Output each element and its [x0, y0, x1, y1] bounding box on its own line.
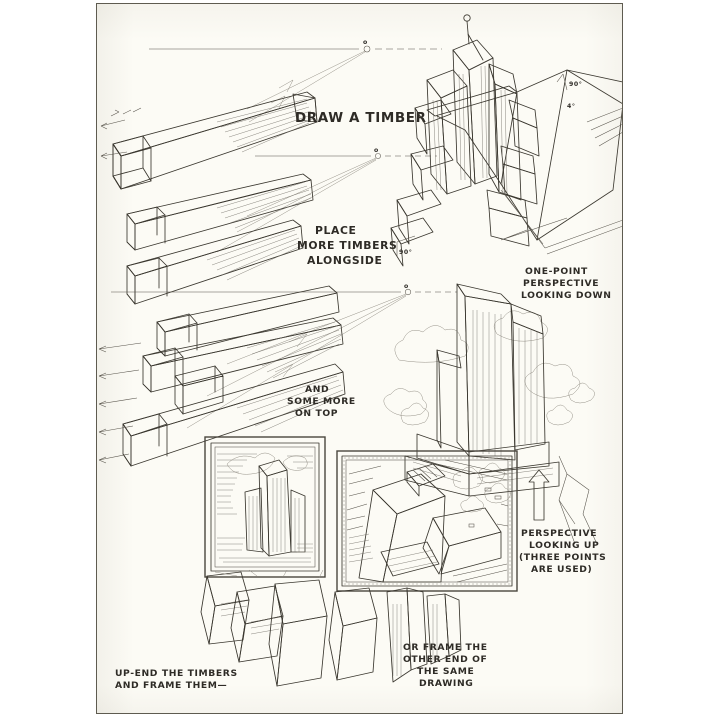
caption-place-more-timbers: PLACE MORE TIMBERS ALONGSIDE [297, 224, 397, 267]
caption-or-frame-the-other-end: OR FRAME THE OTHER END OF THE SAME DRAWI… [403, 642, 488, 689]
left-arrow-annotations [100, 107, 142, 160]
caption-three-points: (THREE POINTS [519, 552, 606, 563]
caption-upend-line2: AND FRAME THEM— [115, 680, 227, 691]
caption-alongside: ALONGSIDE [307, 254, 382, 267]
fig-horizon-upper: o [149, 39, 442, 123]
fig-frame-small [204, 436, 326, 578]
caption-place: PLACE [315, 224, 356, 237]
caption-more-timbers: MORE TIMBERS [297, 239, 397, 252]
fig-upend-timbers [200, 569, 462, 687]
scanned-page-sheet: o [96, 3, 623, 714]
caption-or-frame-the: OR FRAME THE [403, 642, 488, 653]
caption-on-top: ON TOP [295, 408, 338, 419]
caption-looking-up: LOOKING UP [529, 540, 599, 551]
caption-perspective-up: PERSPECTIVE [521, 528, 597, 539]
fig-timbers-stack [98, 285, 346, 467]
fig-arrow-up [528, 455, 598, 545]
fig-skyscraper-down: 90° [390, 14, 540, 267]
fig-frame-large [336, 450, 518, 592]
drawing-artwork: o [98, 14, 622, 691]
angle-mid-label: 4° [567, 102, 576, 110]
caption-other-end-of: OTHER END OF [403, 654, 487, 665]
caption-some-more: SOME MORE [287, 396, 356, 407]
caption-draw-a-timber: DRAW A TIMBER [295, 110, 427, 126]
caption-are-used: ARE USED) [531, 564, 592, 575]
caption-the-same: THE SAME [417, 666, 474, 677]
caption-and-some-more-on-top: AND SOME MORE ON TOP [287, 384, 356, 419]
caption-looking-down: LOOKING DOWN [521, 290, 612, 301]
vp-upper-label: o [363, 39, 368, 46]
caption-and: AND [305, 384, 329, 395]
caption-one-point: ONE-POINT [525, 266, 588, 277]
fig-timber-single [100, 91, 318, 190]
caption-up-end-the-timbers: UP-END THE TIMBERS AND FRAME THEM— [115, 668, 238, 691]
stack-left-arrows [98, 342, 142, 464]
vp-lower-label: o [404, 283, 409, 290]
vp-mid-label: o [374, 147, 379, 154]
angle-top-label: 90° [569, 80, 583, 88]
angle-low-label: 90° [399, 248, 413, 256]
fig-ground-plane: 90° 4° [426, 69, 622, 255]
fig-horizon-lower: o [111, 283, 457, 429]
caption-perspective-down: PERSPECTIVE [523, 278, 599, 289]
fig-timbers-pair [126, 173, 314, 305]
caption-one-point-looking-down: ONE-POINT PERSPECTIVE LOOKING DOWN [521, 266, 612, 301]
fig-tower-cloud [383, 283, 595, 497]
caption-perspective-looking-up: PERSPECTIVE LOOKING UP (THREE POINTS ARE… [519, 528, 606, 575]
caption-drawing: DRAWING [419, 678, 473, 689]
caption-upend-line1: UP-END THE TIMBERS [115, 668, 238, 679]
